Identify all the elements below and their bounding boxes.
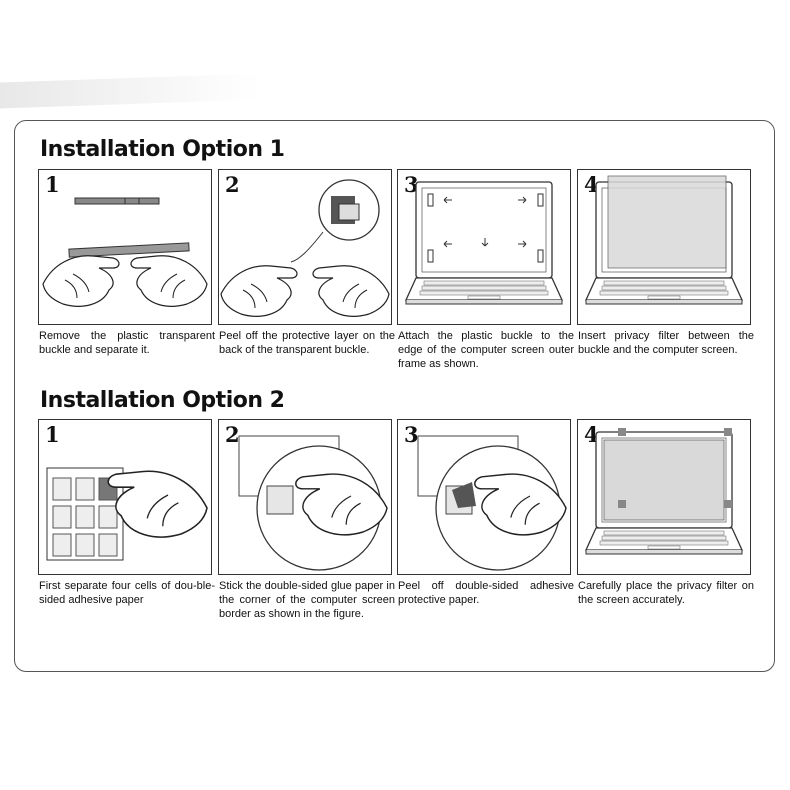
step-panel-2-1: 1 — [38, 419, 212, 575]
step-caption: Stick the double-sided glue paper in the… — [219, 580, 395, 620]
step-panel-1-3: 3 — [397, 169, 571, 325]
adhesive-sheet-illustration — [46, 467, 208, 561]
step-panel-1-4: 4 — [577, 169, 751, 325]
step-number: 4 — [584, 172, 599, 197]
stick-glue-paper-illustration — [238, 435, 388, 571]
step-panel-2-2: 2 — [218, 419, 392, 575]
peel-protective-layer-illustration — [220, 179, 390, 317]
step-caption: Insert privacy filter between the buckle… — [578, 330, 754, 356]
step-number: 2 — [225, 172, 240, 197]
buckle-separate-illustration — [42, 197, 208, 307]
step-number: 4 — [584, 422, 599, 447]
step-caption: Peel off double-sided adhesive protectiv… — [398, 580, 574, 606]
step-number: 3 — [404, 422, 419, 447]
step-panel-1-2: 2 — [218, 169, 392, 325]
decorative-streak — [0, 73, 260, 109]
laptop-insert-filter-illustration — [585, 175, 743, 305]
step-caption: First separate four cells of dou-ble-sid… — [39, 580, 215, 606]
step-panel-1-1: 1 — [38, 169, 212, 325]
step-number: 3 — [404, 172, 419, 197]
step-caption: Remove the plastic transparent buckle an… — [39, 330, 215, 356]
section-title-option-1: Installation Option 1 — [40, 137, 285, 162]
laptop-place-filter-illustration — [585, 428, 743, 555]
peel-adhesive-paper-illustration — [417, 435, 567, 571]
step-caption: Peel off the protective layer on the bac… — [219, 330, 395, 356]
instructions-frame — [14, 120, 775, 672]
step-number: 2 — [225, 422, 240, 447]
section-title-option-2: Installation Option 2 — [40, 388, 285, 413]
step-number: 1 — [45, 172, 60, 197]
step-panel-2-4: 4 — [577, 419, 751, 575]
step-number: 1 — [45, 422, 60, 447]
step-caption: Carefully place the privacy filter on th… — [578, 580, 754, 606]
step-panel-2-3: 3 — [397, 419, 571, 575]
laptop-buckle-illustration — [405, 181, 563, 305]
step-caption: Attach the plastic buckle to the edge of… — [398, 330, 574, 370]
